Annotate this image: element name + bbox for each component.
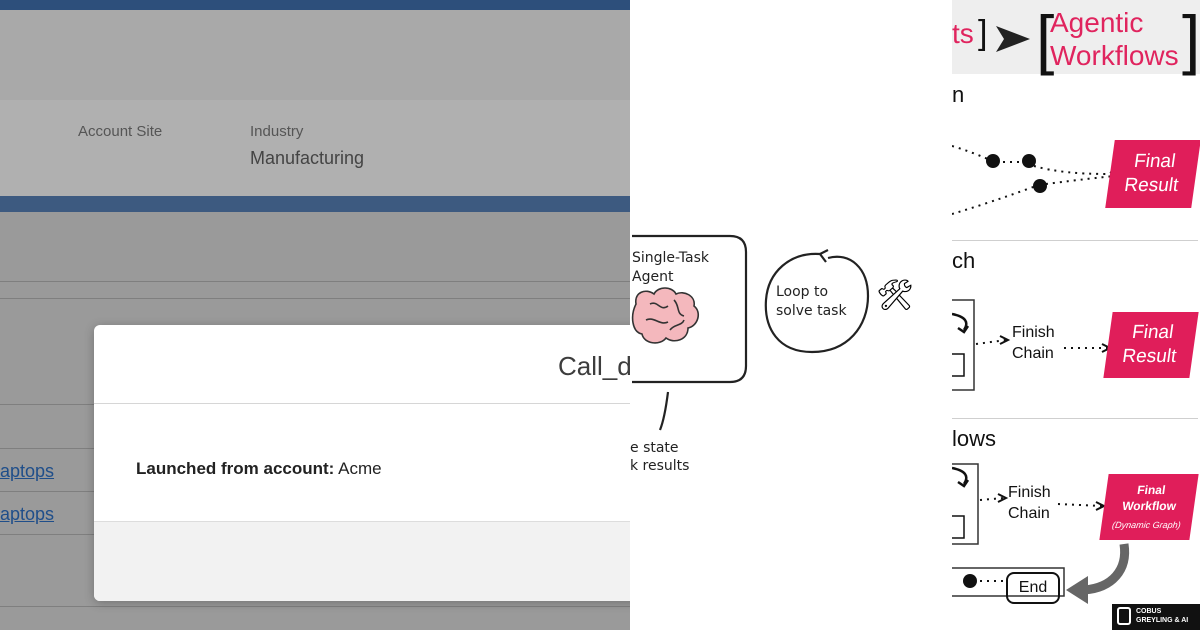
loop-circle xyxy=(764,252,870,354)
related-link[interactable]: aptops xyxy=(0,461,55,481)
section2-graph xyxy=(952,299,1113,391)
section-divider xyxy=(952,418,1198,419)
final-result-line2: Result xyxy=(1122,175,1180,196)
modal-dialog: Call_d Launched from account: Acme xyxy=(94,325,630,601)
account-site-label: Account Site xyxy=(78,123,163,140)
bracket-icon: ] xyxy=(1182,2,1200,76)
graph-node xyxy=(1022,154,1036,168)
section1-graph xyxy=(952,145,1121,215)
related-link[interactable]: aptops xyxy=(0,504,55,524)
header-right-line2: Workflows xyxy=(1050,40,1179,71)
modal-message: Launched from account: Acme xyxy=(136,459,382,479)
hammer-and-wrench-icon: 🛠 xyxy=(876,279,915,312)
agent-sketch-panel: Single-Task Agent Loop to solve task 🛠 e… xyxy=(630,0,952,630)
curved-arrow-icon xyxy=(1066,576,1088,604)
section-divider xyxy=(952,240,1198,241)
launched-label: Launched from account: xyxy=(136,459,335,478)
final-workflow-sub: (Dynamic Graph) xyxy=(1111,520,1182,530)
highlights-panel: Account Site Industry Manufacturing xyxy=(0,100,630,196)
finish-chain-line1: Finish xyxy=(1008,484,1051,501)
play-arrow-icon xyxy=(996,26,1030,52)
final-result-box: Final Result xyxy=(1103,312,1199,378)
end-node: End xyxy=(1006,572,1060,604)
bracket-icon: [ xyxy=(1036,2,1055,76)
modal-footer xyxy=(94,521,630,601)
state-label-line1: e state xyxy=(630,440,679,456)
salesforce-screenshot-panel: Account Site Industry Manufacturing apto… xyxy=(0,0,630,630)
graph-node xyxy=(986,154,1000,168)
brain-icon xyxy=(631,287,700,344)
launched-value: Acme xyxy=(338,459,382,478)
state-connector xyxy=(658,391,670,431)
finish-chain-line1: Finish xyxy=(1012,324,1055,341)
finish-chain-line2: Chain xyxy=(1012,345,1054,362)
loop-arrowhead xyxy=(819,249,829,263)
brand-logo: COBUS GREYLING & AI xyxy=(1112,604,1200,630)
loop-label-line2: solve task xyxy=(776,303,847,319)
sketch-drawing xyxy=(631,234,870,431)
final-result-line2: Result xyxy=(1120,346,1178,367)
brand-mark-icon xyxy=(1117,607,1131,625)
final-result-box: Final Result xyxy=(1105,140,1200,208)
agent-label-line2: Agent xyxy=(632,269,674,285)
final-result-line1: Final xyxy=(1130,322,1175,343)
bracket-icon: ] xyxy=(978,14,988,52)
agent-box xyxy=(632,234,748,384)
final-workflow-line1: Final xyxy=(1136,483,1167,497)
section-heading: lows xyxy=(952,426,997,451)
section3-graph xyxy=(952,463,1130,604)
header-left-text: ts xyxy=(952,18,974,49)
record-header xyxy=(0,10,630,100)
decorative-strip xyxy=(0,196,630,212)
divider xyxy=(0,606,630,607)
agent-label-line1: Single-Task xyxy=(632,250,710,266)
industry-label: Industry xyxy=(250,123,304,140)
modal-divider xyxy=(94,403,630,404)
top-nav-bar xyxy=(0,0,630,10)
graph-node xyxy=(1033,179,1047,193)
graph-node xyxy=(963,574,977,588)
final-result-line1: Final xyxy=(1132,151,1177,172)
header-right-line1: Agentic xyxy=(1050,7,1144,38)
section-heading: n xyxy=(952,82,965,107)
divider xyxy=(0,298,630,299)
header-banner xyxy=(952,0,1200,74)
final-workflow-box: Final Workflow (Dynamic Graph) xyxy=(1099,474,1199,540)
divider xyxy=(0,281,630,282)
state-label-line2: k results xyxy=(630,458,690,474)
final-workflow-line2: Workflow xyxy=(1121,499,1178,513)
loop-label-line1: Loop to xyxy=(776,284,829,300)
brand-text: COBUS GREYLING & AI xyxy=(1136,608,1189,624)
agentic-workflows-panel: ts ] [ Agentic Workflows ] n Final Resul… xyxy=(952,0,1200,630)
finish-chain-line2: Chain xyxy=(1008,505,1050,522)
modal-title: Call_d xyxy=(558,351,630,381)
industry-value: Manufacturing xyxy=(250,148,365,168)
section-heading: ch xyxy=(952,248,976,273)
